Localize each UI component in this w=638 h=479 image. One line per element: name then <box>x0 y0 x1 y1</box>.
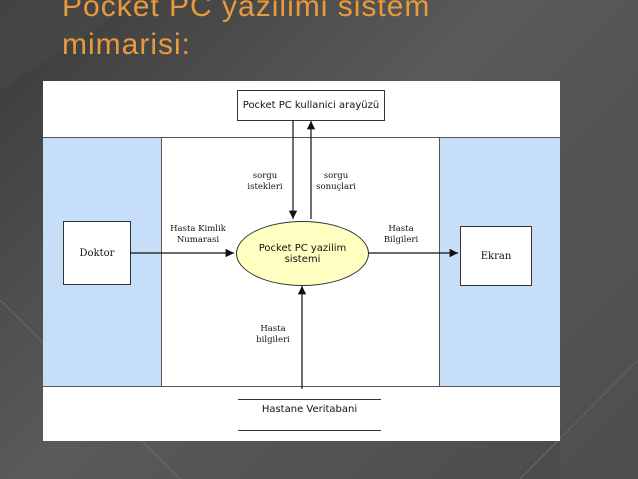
system-ellipse: Pocket PC yazilim sistemi <box>236 221 369 286</box>
architecture-diagram: Pocket PC kullanici arayüzü Doktor Ekran… <box>43 81 560 441</box>
ui-box: Pocket PC kullanici arayüzü <box>237 90 385 121</box>
screen-box: Ekran <box>460 226 532 286</box>
band-divider-top <box>43 137 560 138</box>
slide-title: Pocket PC yazilimi sistem mimarisi: <box>62 0 622 64</box>
middle-divider-left <box>161 137 162 386</box>
doctor-box: Doktor <box>63 221 131 285</box>
doctor-label: Doktor <box>79 247 115 259</box>
database-bottom-line <box>238 430 381 431</box>
patient-info-in-label: Hasta bilgileri <box>256 324 290 345</box>
system-label-line1: Pocket PC yazilim <box>258 242 347 254</box>
slide-title-line1: Pocket PC yazilimi sistem <box>62 0 431 23</box>
query-results-label: sorgu sonuçlari <box>316 171 356 192</box>
patient-info-out-label: Hasta Bilgileri <box>383 224 419 245</box>
database-label: Hastane Veritabani <box>261 404 358 415</box>
ui-box-label: Pocket PC kullanici arayüzü <box>242 100 380 111</box>
system-label-line2: sistemi <box>284 253 321 265</box>
screen-label: Ekran <box>480 250 512 262</box>
arrows-layer <box>130 120 458 389</box>
patient-id-label: Hasta Kimlik Numarasi <box>170 224 226 245</box>
slide-title-line2: mimarisi: <box>62 28 191 61</box>
middle-divider-right <box>439 137 440 386</box>
database-top-line <box>238 399 381 400</box>
query-requests-label: sorgu istekleri <box>247 171 283 192</box>
